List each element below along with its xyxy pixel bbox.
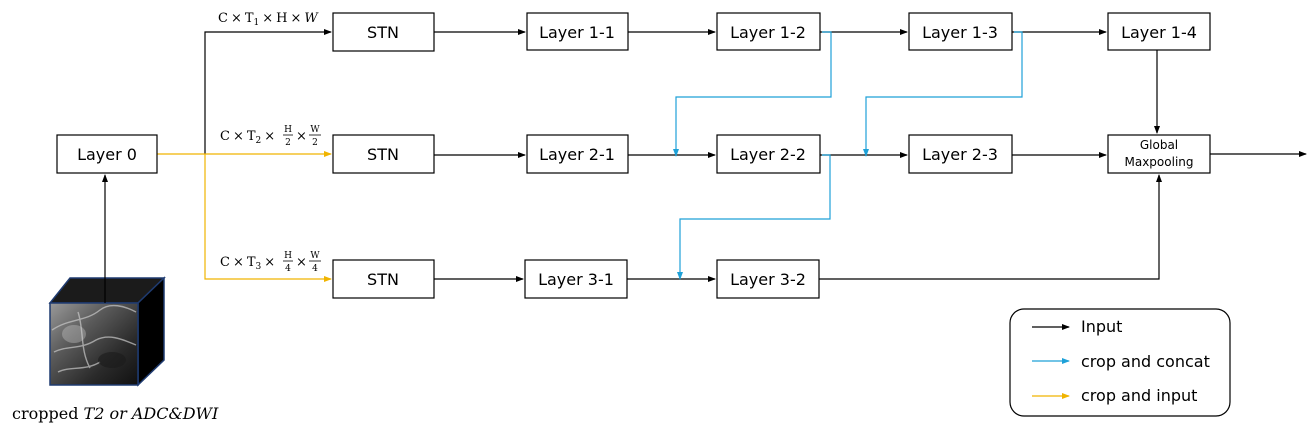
svg-text:H: H	[284, 251, 292, 261]
crop-concat-connectors	[673, 31, 1023, 280]
svg-text:C×T2×: C×T2×	[220, 129, 275, 146]
shape-annotation-row2: C×T2× H 2 × W 2	[220, 125, 321, 148]
svg-text:W: W	[310, 251, 320, 261]
layer-1-1-box	[526, 12, 629, 51]
layer-2-1-label: Layer 2-1	[539, 145, 615, 164]
shape-annotation-row3: C×T3× H 4 × W 4	[220, 251, 321, 274]
mri-slice-image	[49, 302, 139, 386]
legend-input-label: Input	[1081, 317, 1122, 336]
svg-text:4: 4	[312, 264, 318, 274]
svg-text:4: 4	[285, 264, 291, 274]
svg-text:×: ×	[296, 255, 307, 270]
layer-boxes	[56, 12, 1211, 299]
layer-3-1-label: Layer 3-1	[538, 270, 614, 289]
svg-text:2: 2	[285, 138, 291, 148]
arrow-l32-to-pool	[819, 174, 1162, 280]
shape-annotation-row1: C×T1×H×W	[218, 11, 319, 28]
arrow-layer0-to-stn3	[204, 154, 332, 282]
layer0-label: Layer 0	[77, 145, 137, 164]
legend-concat-label: crop and concat	[1081, 352, 1210, 371]
svg-text:C×T1×H×W: C×T1×H×W	[218, 11, 319, 28]
stn2-box	[332, 134, 435, 174]
stn1-box	[332, 12, 435, 52]
mri-texture	[51, 304, 137, 373]
legend-box	[1009, 308, 1231, 417]
arrow-l22-concat-l32	[677, 154, 831, 280]
svg-text:×: ×	[296, 129, 307, 144]
layer-1-2-label: Layer 1-2	[730, 23, 806, 42]
svg-text:H: H	[284, 125, 292, 135]
layer-2-1-box	[526, 134, 629, 174]
svg-text:W: W	[310, 125, 320, 135]
stn3-box	[332, 259, 435, 299]
layer-2-3-label: Layer 2-3	[922, 145, 998, 164]
pool-label-line2: Maxpooling	[1125, 155, 1194, 169]
layer0-box	[56, 134, 158, 174]
layer-3-1-box	[524, 259, 628, 299]
svg-text:2: 2	[312, 138, 318, 148]
layer-1-4-label: Layer 1-4	[1121, 23, 1197, 42]
legend: Input crop and concat crop and input	[1009, 308, 1231, 417]
stn2-label: STN	[367, 145, 399, 164]
layer-1-2-box	[716, 12, 821, 51]
layer-3-2-box	[716, 259, 820, 299]
stn3-label: STN	[367, 270, 399, 289]
layer-1-4-box	[1107, 12, 1211, 51]
layer-1-1-label: Layer 1-1	[539, 23, 615, 42]
arrow-l12-concat-l22	[673, 31, 832, 157]
arrow-split-to-stn1	[204, 29, 332, 154]
layer-2-2-box	[716, 134, 821, 174]
layer-3-2-label: Layer 3-2	[730, 270, 806, 289]
legend-crop-input-label: crop and input	[1081, 386, 1197, 405]
global-maxpooling-box	[1107, 134, 1211, 174]
layer-labels: Layer 0 STN STN STN Layer 1-1 Layer 1-2 …	[77, 23, 1197, 289]
layer-2-3-box	[908, 134, 1013, 174]
input-volume	[48, 276, 166, 387]
svg-text:C×T3×: C×T3×	[220, 255, 275, 272]
crop-input-connectors	[157, 151, 332, 282]
layer-1-3-label: Layer 1-3	[922, 23, 998, 42]
layer-2-2-label: Layer 2-2	[730, 145, 806, 164]
input-connectors	[102, 29, 1307, 303]
layer-1-3-box	[908, 12, 1013, 51]
arrow-l13-concat-l23	[863, 31, 1023, 157]
input-caption: cropped T2 or ADC&DWI	[12, 404, 219, 423]
pool-label-line1: Global	[1140, 138, 1178, 152]
stn1-label: STN	[367, 23, 399, 42]
